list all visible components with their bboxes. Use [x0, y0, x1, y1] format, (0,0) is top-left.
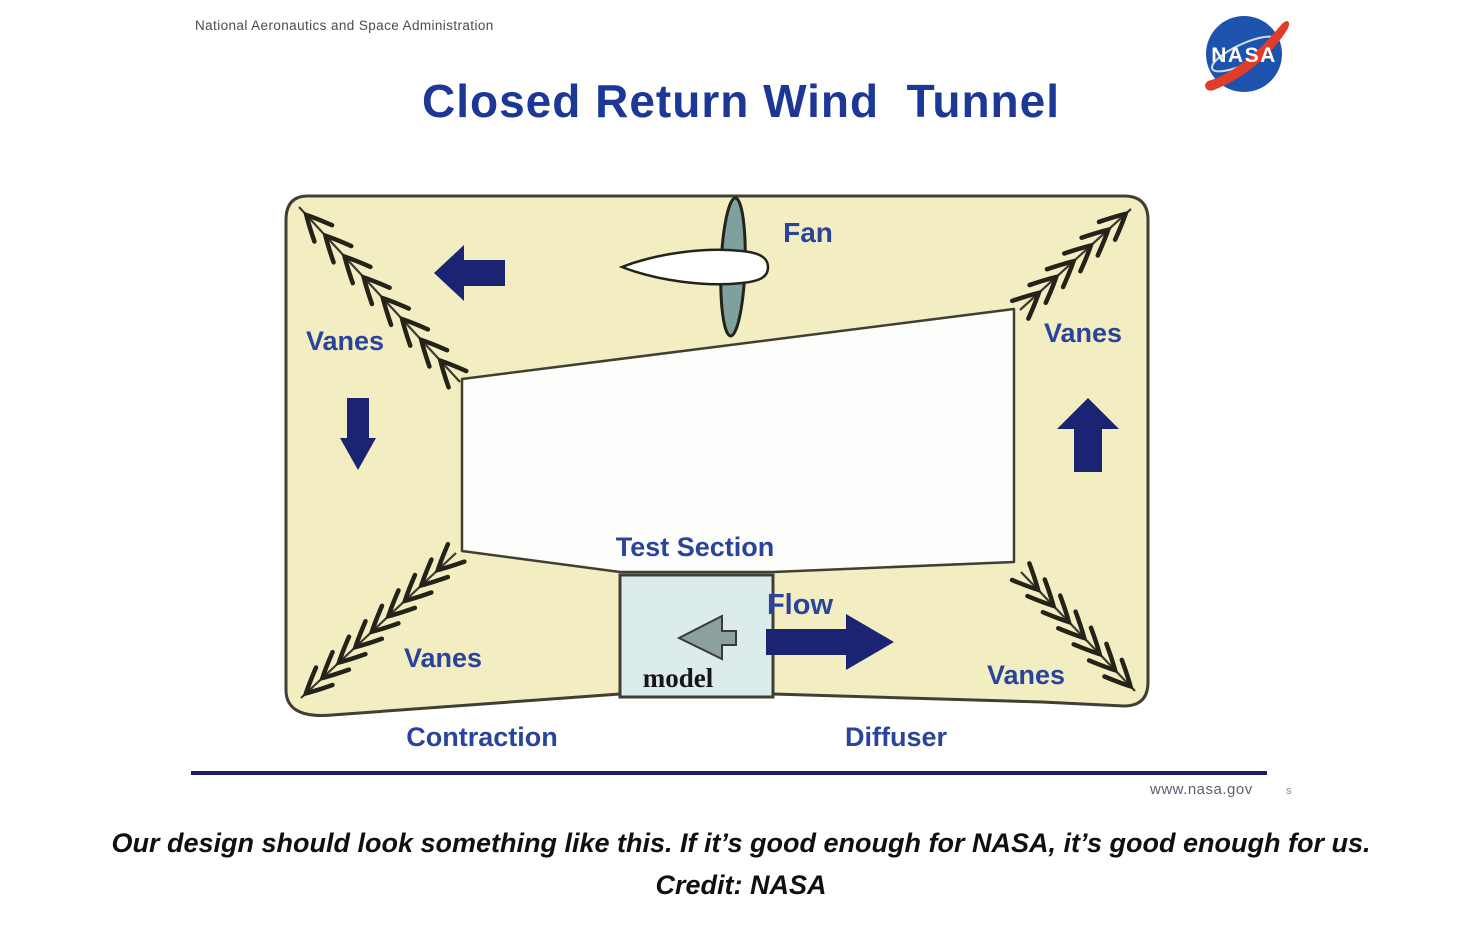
vanes-label-top-left: Vanes [306, 326, 384, 356]
model-arrow-icon [676, 614, 737, 661]
nasa-logo-disc [1206, 16, 1282, 92]
footer-page-marker: s [1286, 785, 1292, 797]
flow-arrow-up-icon [1057, 398, 1119, 472]
contraction-label: Contraction [406, 722, 558, 752]
flow-arrow-down-icon [340, 398, 376, 470]
vanes-label-bottom-right: Vanes [987, 660, 1065, 690]
fan-hub [618, 248, 770, 286]
diffuser-label: Diffuser [845, 722, 948, 752]
flow-arrow-left-icon [434, 245, 505, 301]
nasa-logo-text: NASA [1211, 44, 1277, 67]
vanes-label-bottom-left: Vanes [404, 643, 482, 673]
agency-name: National Aeronautics and Space Administr… [195, 18, 494, 33]
fan-label: Fan [783, 217, 833, 248]
vanes-label-top-right: Vanes [1044, 318, 1122, 348]
footer-divider [191, 771, 1267, 775]
caption-line2: Credit: NASA [655, 870, 827, 900]
nasa-logo-swoosh-icon [1205, 21, 1290, 91]
tunnel-interior [460, 307, 1016, 574]
footer-url: www.nasa.gov [1150, 781, 1253, 798]
flow-arrow-right-icon [766, 614, 894, 670]
caption: Our design should look something like th… [0, 822, 1482, 906]
nasa-logo: NASA [1205, 16, 1290, 92]
model-label: model [643, 663, 714, 693]
caption-line1: Our design should look something like th… [111, 828, 1371, 858]
page-title: Closed Return Wind Tunnel [421, 75, 1061, 127]
vanes-hatching [298, 206, 1136, 699]
test-section-label: Test Section [616, 532, 775, 562]
flow-label: Flow [767, 589, 833, 621]
